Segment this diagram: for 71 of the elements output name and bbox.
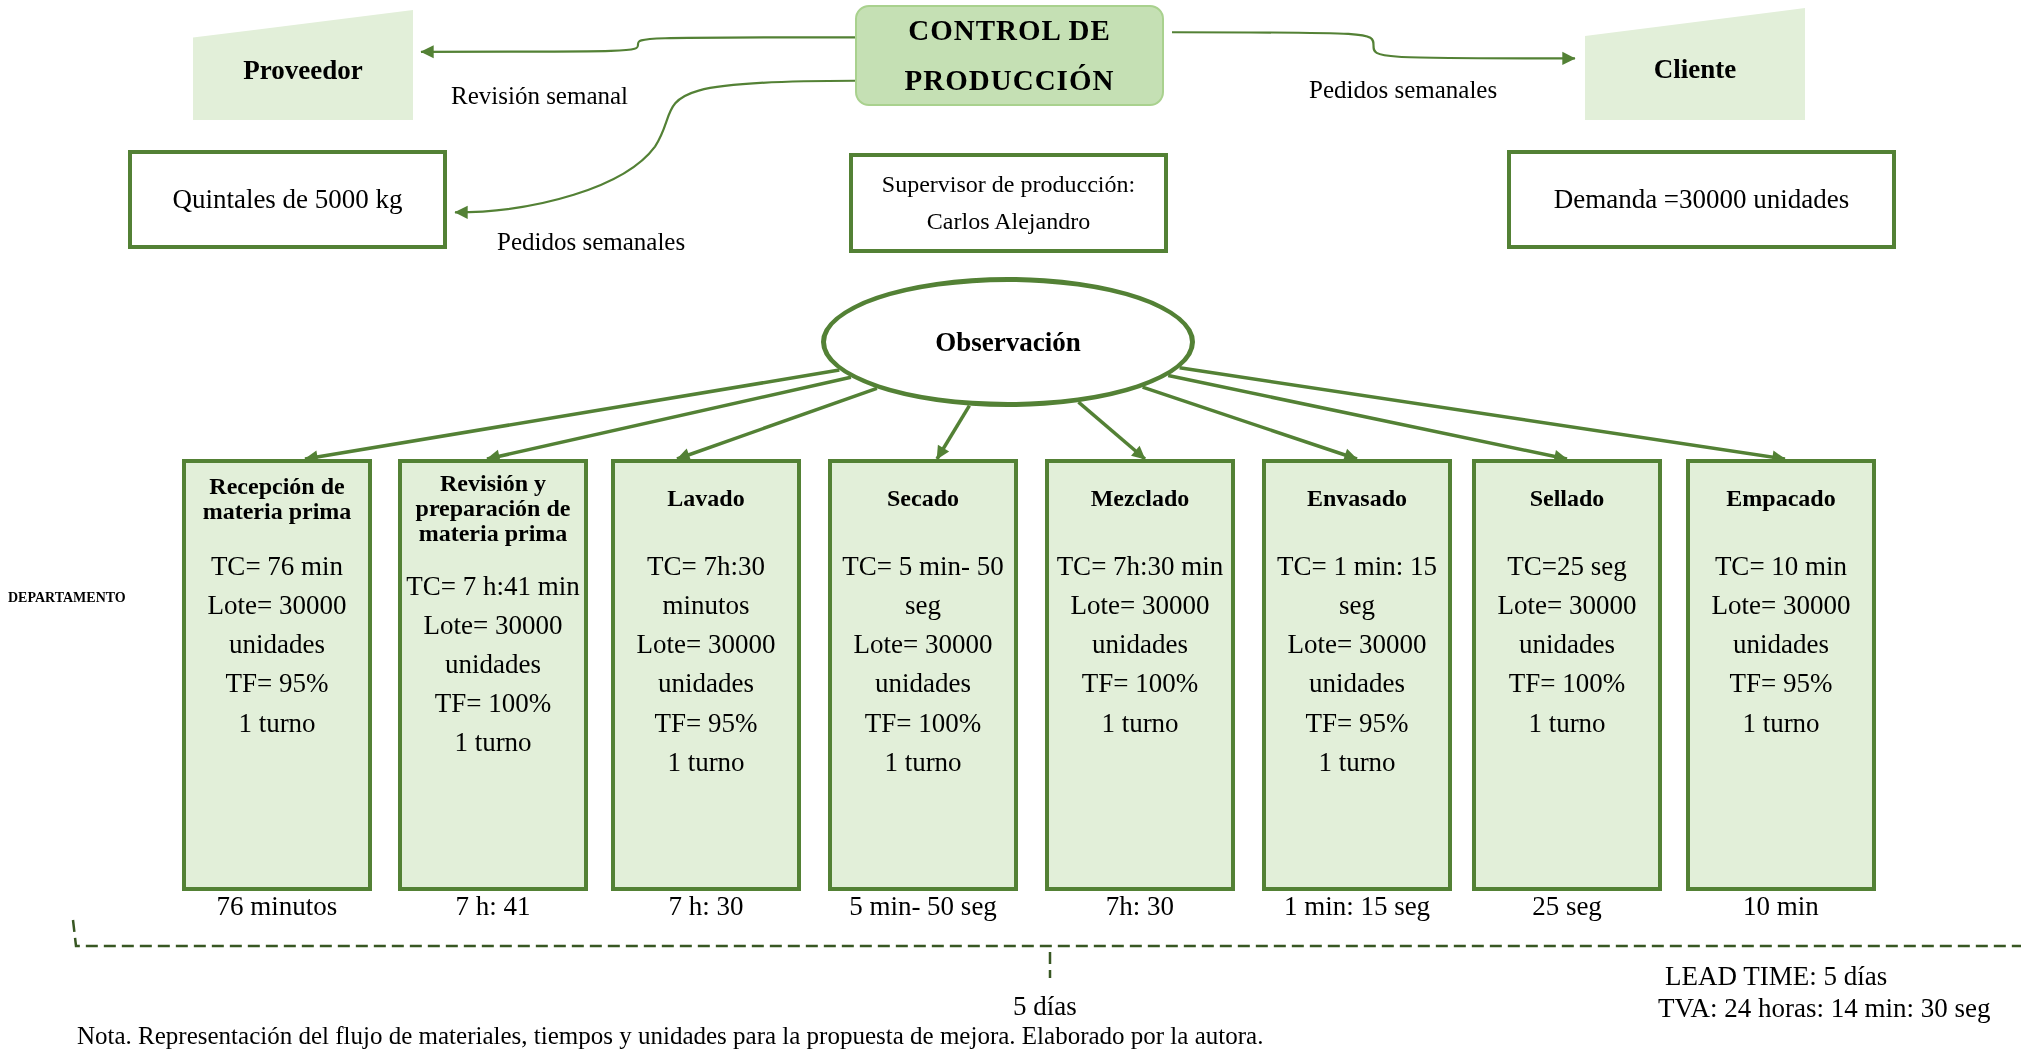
process-metric: TF= 95%	[654, 706, 758, 740]
node-title: Proveedor	[243, 54, 363, 86]
process-metric: TF= 100%	[434, 687, 552, 720]
process-metric: TC= 7h:30 minutos	[646, 550, 766, 623]
process-metric: Lote= 30000 unidades	[206, 589, 348, 662]
process-metric: TC= 5 min- 50 seg	[841, 550, 1005, 623]
department-title: Revisión y preparación de materia prima	[414, 471, 572, 547]
process-metric: 1 turno	[1318, 745, 1396, 779]
tva-text: TVA: 24 horas: 14 min: 30 seg	[1658, 992, 1992, 1025]
department-title: Lavado	[667, 484, 745, 514]
process-metric: TF= 100%	[1508, 667, 1626, 701]
node-title: Observación	[935, 326, 1081, 358]
process-metric: 1 turno	[1101, 706, 1179, 740]
info-text: Demanda =30000 unidades	[1552, 182, 1851, 216]
department-title: Secado	[887, 484, 959, 514]
process-metric: Lote= 30000 unidades	[852, 628, 994, 701]
duration-text: 1 min: 15 seg	[1283, 891, 1431, 922]
process-metric: Lote= 30000 unidades	[1710, 589, 1852, 662]
arrow	[454, 79, 855, 219]
process-metric: Lote= 30000 unidades	[1496, 589, 1638, 662]
duration-text: 7 h: 30	[668, 891, 744, 922]
duration-text: 76 minutos	[216, 891, 338, 922]
process-metric: 1 turno	[667, 745, 745, 779]
caption-note: Nota. Representación del flujo de materiales, tiempos y unidades para la propuesta de mejora. Elaborado por la autora.	[77, 1022, 1264, 1050]
info-box	[849, 153, 1168, 253]
info-box	[128, 150, 447, 249]
process-metric: TF= 100%	[864, 706, 982, 740]
process-metric: TC=25 seg	[1507, 550, 1627, 583]
process-metric: 1 turno	[454, 726, 532, 760]
node-title: Cliente	[1653, 53, 1737, 85]
arrow	[1142, 385, 1358, 462]
info-box	[1507, 150, 1896, 249]
department-label: DEPARTAMENTO	[8, 590, 126, 607]
duration-text: 5 min- 50 seg	[849, 891, 997, 922]
timeline-total: 5 días	[1013, 990, 1077, 1023]
arrow	[1172, 31, 1576, 66]
duration-text: 10 min	[1743, 891, 1819, 922]
process-metric: 1 turno	[1528, 706, 1606, 740]
process-metric: 1 turno	[884, 745, 962, 779]
info-text: Quintales de 5000 kg	[171, 182, 404, 216]
process-metric: Lote= 30000 unidades	[635, 628, 777, 701]
arrow	[420, 36, 855, 59]
process-metric: 1 turno	[1742, 706, 1820, 740]
node-title: CONTROL DE PRODUCCIÓN	[903, 13, 1116, 98]
process-metric: TF= 95%	[1305, 706, 1409, 740]
process-metric: TC= 1 min: 15 seg	[1276, 550, 1438, 623]
duration-text: 7h: 30	[1105, 891, 1175, 922]
arrow	[676, 386, 878, 461]
process-metric: TC= 76 min	[210, 550, 344, 583]
duration-text: 7 h: 41	[455, 891, 531, 922]
department-title: Mezclado	[1090, 484, 1190, 514]
department-title: Recepción de materia prima	[201, 471, 353, 526]
process-metric: TC= 7 h:41 min	[406, 569, 580, 603]
process-metric: Lote= 30000 unidades	[422, 608, 564, 681]
trapezoid-box	[1585, 8, 1805, 120]
process-metric: TF= 95%	[225, 667, 329, 701]
process-metric: TF= 100%	[1081, 667, 1199, 701]
duration-text: 25 seg	[1532, 891, 1602, 922]
department-title: Sellado	[1529, 484, 1605, 514]
department-title: Envasado	[1306, 484, 1407, 514]
process-metric: Lote= 30000 unidades	[1069, 589, 1211, 662]
process-metric: TC= 7h:30 min	[1056, 550, 1224, 583]
process-metric: Lote= 30000 unidades	[1286, 628, 1428, 701]
lead-time-text: LEAD TIME: 5 días	[1665, 960, 1888, 993]
process-metric: 1 turno	[238, 706, 316, 740]
process-box	[855, 5, 1164, 106]
process-metric: TF= 95%	[1729, 667, 1833, 701]
info-text: Supervisor de producción: Carlos Alejandro	[880, 169, 1137, 236]
process-metric: TC= 10 min	[1714, 550, 1848, 583]
trapezoid-box	[193, 10, 413, 120]
department-title: Empacado	[1726, 484, 1836, 514]
